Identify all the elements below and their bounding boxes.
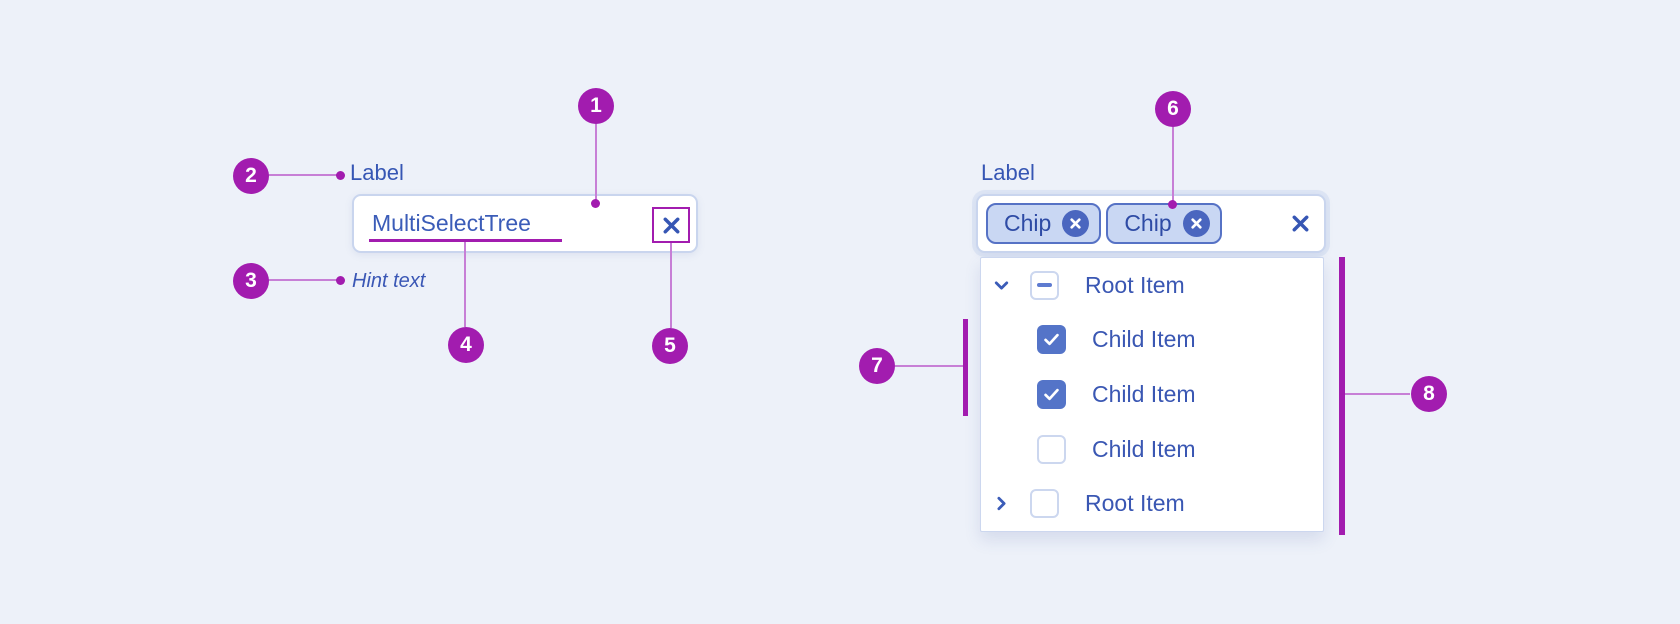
- tree-item[interactable]: Child Item: [981, 367, 1323, 422]
- chevron-right-icon[interactable]: [990, 493, 1012, 515]
- tree-item-label: Child Item: [1092, 326, 1196, 353]
- marker-4: 4: [448, 327, 484, 363]
- tree-item-label: Root Item: [1085, 271, 1185, 298]
- tree-item[interactable]: Child Item: [981, 313, 1323, 368]
- tree-item-label: Child Item: [1092, 380, 1196, 407]
- field-label: Label: [981, 160, 1035, 185]
- marker-8: 8: [1411, 376, 1447, 412]
- input-value[interactable]: MultiSelectTree: [372, 210, 531, 236]
- tree-item-label: Root Item: [1085, 490, 1185, 517]
- checkbox-unchecked[interactable]: [1030, 489, 1059, 519]
- marker-1-connector: [595, 124, 597, 201]
- marker-2-connector: [268, 174, 338, 176]
- tree-item[interactable]: Root Item: [981, 258, 1323, 313]
- marker-1-dot: [591, 199, 600, 208]
- marker-6-dot: [1168, 200, 1177, 209]
- chip[interactable]: Chip: [1106, 203, 1222, 244]
- marker-7-connector: [895, 365, 963, 367]
- chip-label: Chip: [1004, 210, 1052, 236]
- chip-label: Chip: [1124, 210, 1172, 236]
- clear-button[interactable]: [1289, 212, 1312, 235]
- marker-3-connector: [268, 279, 338, 281]
- annotation-bracket-left: [963, 319, 968, 416]
- checkbox-indeterminate[interactable]: [1030, 270, 1059, 300]
- checkbox-checked[interactable]: [1037, 379, 1066, 409]
- marker-6: 6: [1155, 91, 1191, 127]
- marker-1: 1: [578, 88, 614, 124]
- clear-button[interactable]: [660, 214, 683, 237]
- chip-remove-icon[interactable]: [1062, 210, 1090, 237]
- marker-4-connector: [464, 242, 466, 327]
- chevron-down-icon[interactable]: [990, 274, 1012, 296]
- marker-8-connector: [1345, 393, 1410, 395]
- clear-icon: [1292, 215, 1309, 232]
- marker-2: 2: [233, 158, 269, 194]
- annotation-underline-value: [369, 239, 562, 242]
- annotation-bracket-right: [1339, 257, 1345, 535]
- tree-item[interactable]: Child Item: [981, 422, 1323, 477]
- checkbox-unchecked[interactable]: [1037, 434, 1066, 464]
- marker-5-connector: [670, 243, 672, 328]
- marker-3-dot: [336, 276, 345, 285]
- multiselecttree-input[interactable]: MultiSelectTree: [352, 194, 698, 253]
- hint-text: Hint text: [352, 270, 426, 292]
- multiselecttree-input-open[interactable]: Chip Chip: [976, 194, 1326, 253]
- tree-dropdown-panel: Root Item Child Item Child Item Child It…: [980, 257, 1324, 532]
- marker-7: 7: [859, 348, 895, 384]
- tree-item[interactable]: Root Item: [981, 476, 1323, 531]
- checkbox-checked[interactable]: [1037, 325, 1066, 355]
- marker-2-dot: [336, 171, 345, 180]
- clear-icon: [663, 217, 679, 233]
- marker-5: 5: [652, 328, 688, 364]
- field-label: Label: [350, 160, 404, 185]
- annotation-box-clear-button: [652, 207, 690, 243]
- marker-6-connector: [1172, 127, 1174, 202]
- marker-3: 3: [233, 263, 269, 299]
- tree-item-label: Child Item: [1092, 435, 1196, 462]
- chip-remove-icon[interactable]: [1182, 210, 1210, 237]
- chip[interactable]: Chip: [986, 203, 1102, 244]
